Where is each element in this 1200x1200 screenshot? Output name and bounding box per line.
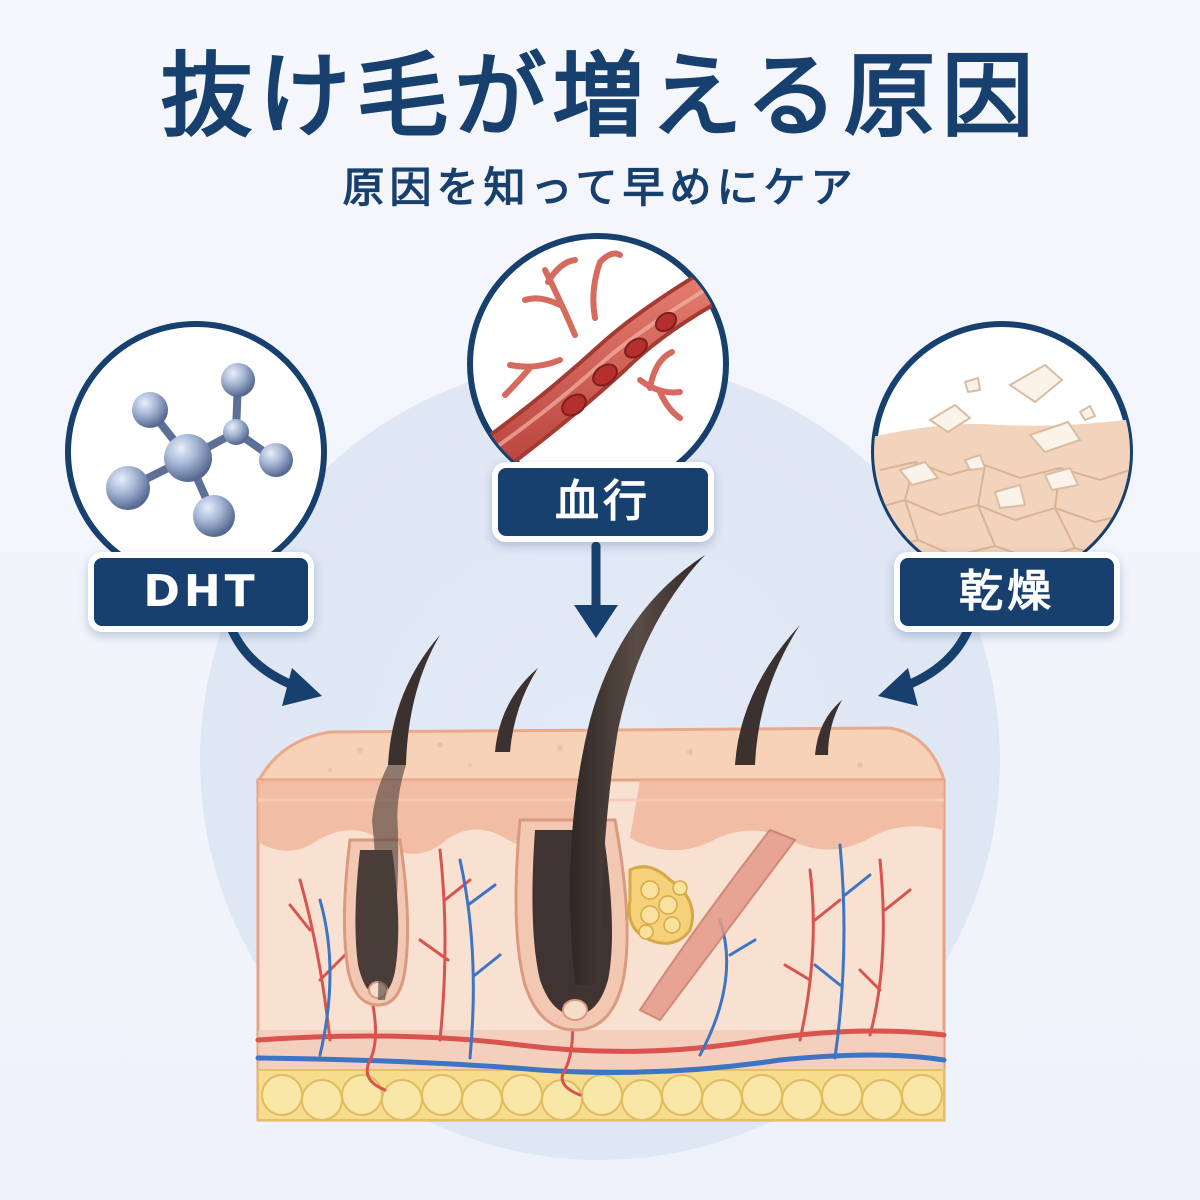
sebaceous-gland: [627, 865, 694, 945]
dht-label: DHT: [88, 552, 314, 632]
blood-circle: [467, 233, 729, 495]
epidermis: [258, 780, 944, 854]
subtitle: 原因を知って早めにケア: [342, 163, 858, 212]
arrowhead-dht: [282, 668, 322, 706]
arrowhead-dry: [878, 668, 918, 706]
hair-short-3: [735, 625, 800, 765]
arrector-pili-muscle: [638, 828, 797, 1022]
dht-circle: [65, 321, 327, 583]
skin-cross-section: [255, 555, 947, 1122]
hair-short-1: [388, 635, 440, 765]
hair-short-2: [495, 668, 538, 752]
arrowhead-blood: [574, 605, 618, 638]
blood-vessel-icon: [470, 247, 726, 483]
blood-vessels: [255, 843, 947, 1097]
main-title: 抜け毛が増える原因: [160, 43, 1040, 150]
hair-large: [570, 555, 705, 985]
hair-shafts: [372, 555, 842, 1000]
blood-label: 血行: [492, 462, 714, 542]
dry-label: 乾燥: [894, 552, 1120, 632]
molecule-icon: [106, 363, 293, 537]
hair-short-4: [815, 700, 842, 755]
